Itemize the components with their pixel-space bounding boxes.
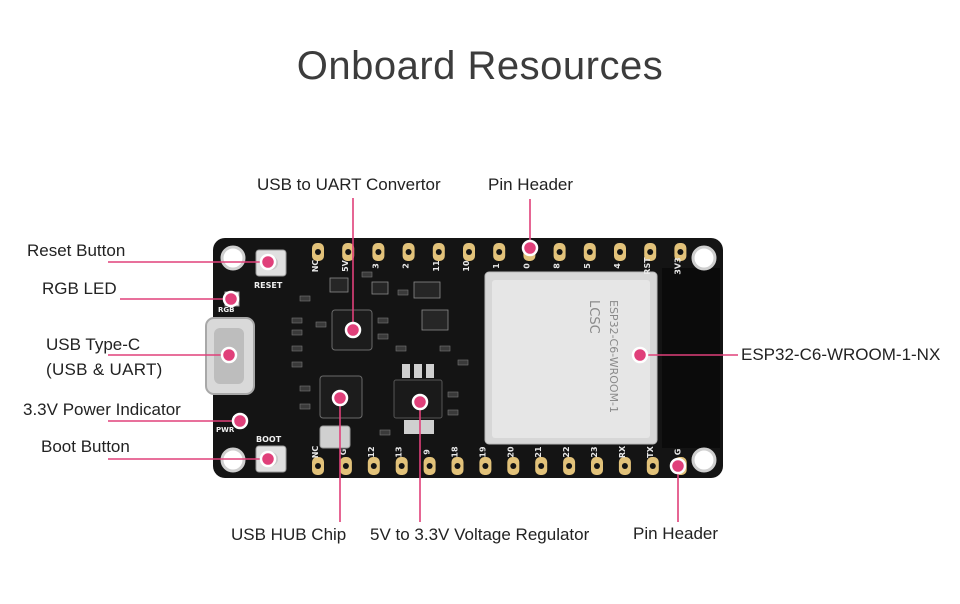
bottom-pin-label: 12 — [367, 446, 376, 457]
label-usb-hub: USB HUB Chip — [231, 525, 347, 544]
top-pin-label: 3V3 — [673, 257, 682, 274]
top-pad-hole — [435, 249, 442, 255]
bottom-pad-hole — [315, 463, 321, 469]
bottom-pin-label: 18 — [451, 446, 460, 458]
bottom-pin-label: 20 — [506, 446, 515, 458]
top-pad-hole — [345, 249, 352, 255]
top-pin-label: 5V — [341, 259, 350, 272]
label-rgb-led: RGB LED — [42, 279, 117, 298]
label-pin-header-bottom: Pin Header — [633, 524, 719, 543]
bottom-pin-label: 21 — [534, 446, 543, 458]
silk-reset: RESET — [254, 281, 283, 290]
bottom-pad-hole — [566, 463, 573, 469]
bottom-pad-hole — [538, 463, 545, 469]
bottom-pad-hole — [454, 463, 461, 469]
top-pad-hole — [586, 249, 593, 255]
label-reset-button: Reset Button — [27, 241, 126, 260]
crystal-part — [319, 425, 351, 449]
label-power-indicator: 3.3V Power Indicator — [23, 400, 181, 419]
label-regulator: 5V to 3.3V Voltage Regulator — [370, 525, 590, 544]
top-pin-label: 11 — [432, 260, 441, 272]
module-brand-text: LCSC — [586, 300, 601, 334]
top-pin-label: 3 — [371, 263, 380, 269]
label-usb-typec: USB Type-C — [46, 335, 141, 354]
module-model-text: ESP32-C6-WROOM-1 — [607, 300, 620, 413]
top-pin-label: 5 — [583, 263, 592, 269]
bottom-pad-hole — [649, 463, 656, 469]
top-pin-label: 1 — [492, 263, 501, 269]
label-boot-button: Boot Button — [41, 437, 130, 456]
top-pad-hole — [647, 249, 654, 255]
bottom-pin-label: 22 — [562, 446, 571, 457]
bottom-pin-label: 9 — [423, 449, 432, 455]
top-pin-label: NC — [311, 260, 320, 273]
bottom-pad-hole — [398, 463, 405, 469]
label-usb-uart: USB to UART Convertor — [257, 175, 441, 194]
bottom-pad-hole — [342, 463, 349, 469]
top-pin-label: 10 — [462, 260, 471, 272]
small-ics — [329, 277, 449, 331]
top-pin-label: 2 — [402, 263, 411, 269]
bottom-pin-label: G — [674, 449, 683, 456]
top-pin-label: RST — [643, 257, 652, 275]
silk-boot: BOOT — [256, 435, 282, 444]
bottom-pin-label: RX — [618, 445, 627, 458]
bottom-pin-label: 13 — [395, 446, 404, 457]
top-pad-hole — [466, 249, 472, 255]
top-pin-label: 8 — [553, 263, 562, 269]
bottom-pin-label: NC — [311, 446, 320, 459]
top-pin-label: 0 — [522, 263, 531, 269]
bottom-pin-label: G — [339, 449, 348, 456]
top-pin-label: 4 — [613, 263, 622, 269]
bottom-pad-hole — [426, 463, 433, 469]
marker-dots — [220, 239, 687, 475]
bottom-pad-hole — [594, 463, 600, 469]
bottom-pad-hole — [482, 463, 489, 469]
leader-lines — [108, 198, 738, 522]
bottom-pad-hole — [370, 463, 377, 469]
antenna-area — [662, 268, 720, 448]
silk-rgb: RGB — [218, 306, 234, 314]
label-module: ESP32-C6-WROOM-1-NX — [741, 345, 941, 364]
label-usb-typec-sub: (USB & UART) — [46, 360, 163, 379]
top-pad-hole — [405, 249, 412, 255]
bottom-pin-label: 23 — [590, 446, 599, 457]
top-pad-hole — [617, 249, 623, 255]
page-title: Onboard Resources — [296, 44, 664, 88]
bottom-pin-label: 19 — [478, 446, 487, 458]
mounting-holes — [220, 245, 717, 473]
silk-pwr: PWR — [216, 426, 235, 434]
top-pad-hole — [556, 249, 563, 255]
top-pad-hole — [496, 249, 503, 255]
top-pad-hole — [677, 249, 684, 255]
bottom-pad-hole — [510, 463, 517, 469]
label-pin-header-top: Pin Header — [488, 175, 574, 194]
top-pad-hole — [375, 249, 382, 255]
module-text: LCSC ESP32-C6-WROOM-1 — [586, 300, 620, 413]
bottom-pin-label: TX — [646, 445, 655, 457]
top-pad-hole — [315, 249, 321, 255]
bottom-pad-hole — [621, 463, 628, 469]
passive-components — [291, 271, 469, 436]
